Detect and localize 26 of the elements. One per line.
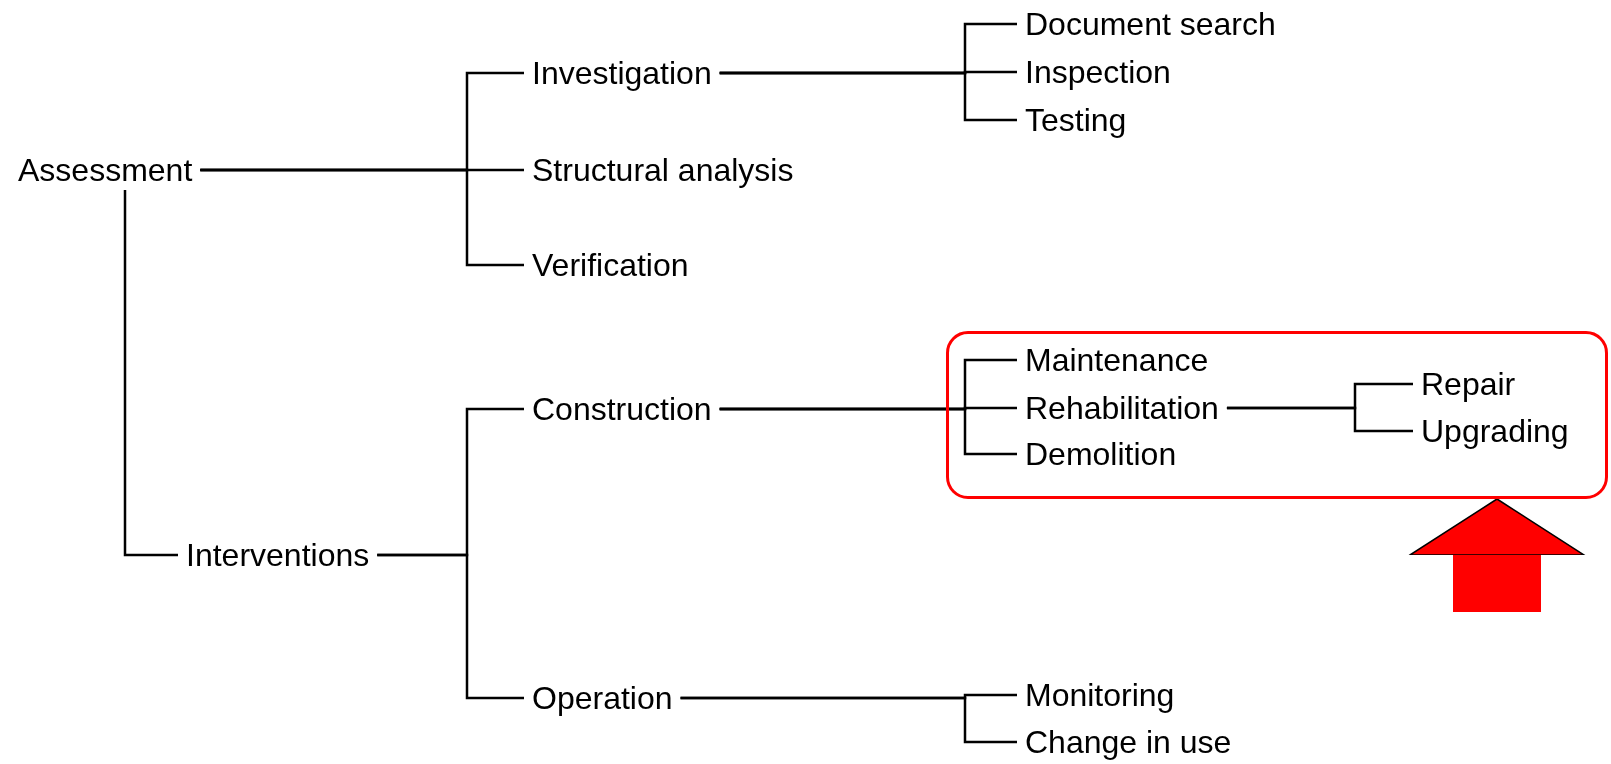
node-label: Upgrading xyxy=(1413,411,1577,451)
highlight-frame xyxy=(946,331,1608,499)
node-label: Construction xyxy=(524,389,720,429)
node-label: Document search xyxy=(1017,4,1284,44)
connector-line xyxy=(377,553,524,700)
node-label: Structural analysis xyxy=(524,150,802,190)
node-label: Rehabilitation xyxy=(1017,388,1227,428)
block-arrow xyxy=(1409,498,1585,612)
connector-line xyxy=(123,190,178,557)
node-label: Operation xyxy=(524,678,681,718)
node-label: Inspection xyxy=(1017,52,1179,92)
node-label: Repair xyxy=(1413,364,1524,404)
node-label: Verification xyxy=(524,245,697,285)
node-label: Monitoring xyxy=(1017,675,1183,715)
connector-line xyxy=(680,696,1017,744)
node-label: Testing xyxy=(1017,100,1135,140)
node-label: Investigation xyxy=(524,53,720,93)
connector-line xyxy=(719,407,1017,456)
node-label: Assessment xyxy=(10,150,201,190)
node-label: Interventions xyxy=(178,535,378,575)
connector-line xyxy=(200,168,524,267)
connector-line xyxy=(1226,406,1413,433)
connector-line xyxy=(719,71,1017,122)
node-label: Demolition xyxy=(1017,434,1185,474)
node-label: Maintenance xyxy=(1017,340,1217,380)
node-label: Change in use xyxy=(1017,722,1240,762)
